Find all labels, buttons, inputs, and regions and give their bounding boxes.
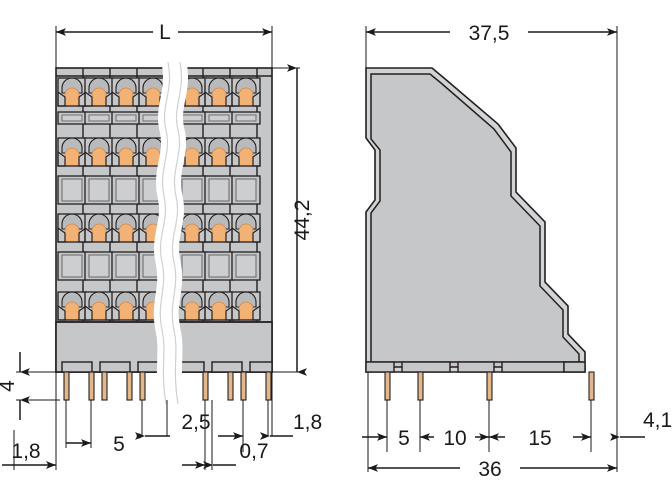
dimension-height-44-2: 44,2 [287, 64, 314, 376]
dimension-label-1-8-left: 1,8 [11, 440, 40, 463]
dimension-pitch-5: 5 [66, 433, 142, 456]
dimension-label-5-side: 5 [398, 427, 410, 450]
deck-row-1 [57, 77, 261, 107]
dimension-edge-4-1: 4,1 [610, 409, 672, 441]
dimension-offset-2-5: 2,5 [135, 411, 211, 440]
side-view-pins [384, 371, 595, 401]
dimension-spacing-15: 15 [489, 427, 591, 450]
dimension-label-0-7: 0,7 [239, 440, 268, 463]
front-view-foot-notches [61, 361, 273, 373]
front-view-witness-lines [13, 26, 300, 470]
dimension-spacing-5: 5 [362, 427, 410, 450]
dimension-pin-length-4: 4 [0, 352, 30, 420]
dimension-label-15: 15 [528, 427, 551, 450]
dimension-total-36: 36 [368, 458, 617, 481]
dimension-label-2-5: 2,5 [181, 411, 210, 434]
dimension-label-10: 10 [443, 427, 466, 450]
side-view-foot-notches [365, 361, 586, 373]
break-line [153, 55, 188, 411]
dimension-length-L: L [56, 21, 272, 44]
dimension-label-L: L [159, 21, 171, 44]
dimension-dot-5 [136, 433, 142, 439]
dimension-label-44-2: 44,2 [291, 200, 314, 241]
dimension-spacing-10: 10 [420, 427, 489, 450]
side-view-witness-lines [365, 26, 618, 472]
dimension-label-5: 5 [113, 433, 125, 456]
dimension-label-4: 4 [0, 380, 19, 392]
dimension-label-4-1: 4,1 [643, 409, 672, 432]
dimension-edge-1-8-right: 1,8 [218, 411, 322, 440]
dimension-label-37-5: 37,5 [469, 22, 510, 45]
dimension-pin-width-0-7: 0,7 [182, 440, 269, 469]
side-view-body [370, 73, 580, 368]
dimension-label-36: 36 [478, 458, 501, 481]
front-view: L 44,2 4 1,8 5 2,5 [0, 21, 322, 470]
side-view: 37,5 5 10 15 4,1 36 [362, 22, 672, 481]
dimension-label-1-8-right: 1,8 [293, 411, 322, 434]
dimension-depth-37-5: 37,5 [366, 22, 617, 45]
dimension-edge-1-8-left: 1,8 [2, 440, 56, 469]
